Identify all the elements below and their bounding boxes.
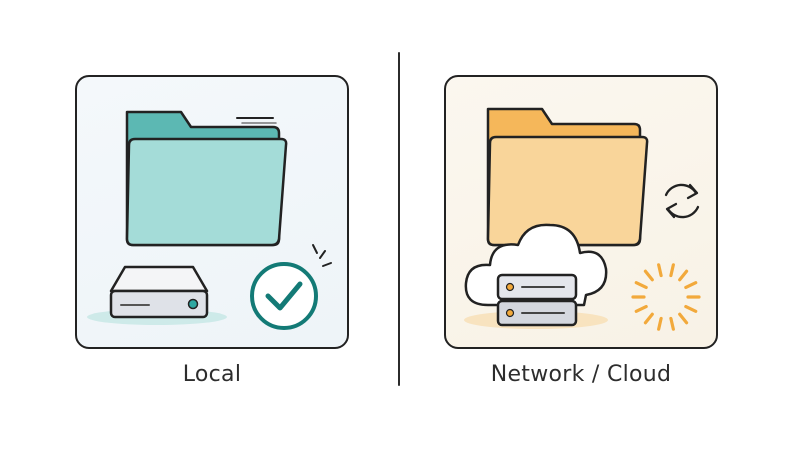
local-illustration <box>87 110 332 330</box>
spinner-dash <box>634 281 648 290</box>
cloud-illustration <box>464 107 701 331</box>
loading-spinner-icon <box>631 263 701 331</box>
local-caption: Local <box>182 362 242 387</box>
spinner-dash <box>669 316 675 331</box>
cloud-storage-panel <box>444 75 718 349</box>
spinner-dash <box>643 269 654 282</box>
folder-icon <box>486 107 649 247</box>
server-icon <box>496 273 578 327</box>
divider-line <box>398 52 400 386</box>
checkmark-icon <box>250 244 332 330</box>
folder-icon <box>125 110 288 247</box>
spinner-dash <box>657 316 663 331</box>
cloud-caption: Network / Cloud <box>490 362 672 387</box>
spinner-dash <box>643 312 654 325</box>
sync-icon <box>664 183 700 219</box>
spinner-dash <box>669 263 675 278</box>
spinner-dash <box>678 269 689 282</box>
hard-drive-icon <box>87 265 227 325</box>
spinner-dash <box>684 304 698 313</box>
local-storage-panel <box>75 75 349 349</box>
spinner-dash <box>634 304 648 313</box>
spinner-dash <box>678 312 689 325</box>
spinner-dash <box>684 281 698 290</box>
spinner-dash <box>657 263 663 278</box>
